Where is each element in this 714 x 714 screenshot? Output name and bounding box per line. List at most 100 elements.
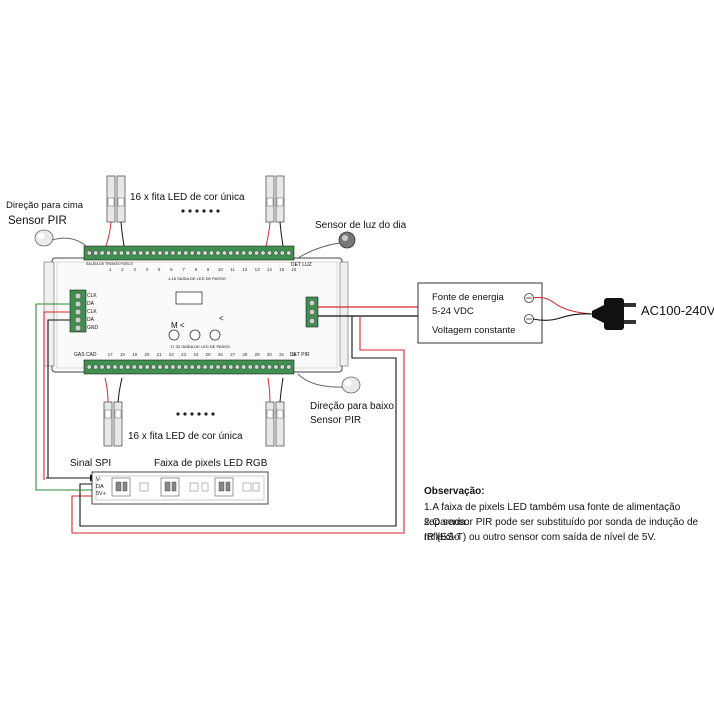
channel-number: 3 <box>133 267 136 272</box>
channel-number: 27 <box>230 352 236 357</box>
channel-number: 4 <box>146 267 149 272</box>
button-middle <box>189 329 201 341</box>
pixel-strip <box>91 471 269 505</box>
notes-line-1: 1.A faixa de pixels LED também usa fonte… <box>424 502 681 528</box>
board-bottom-left-block: GAS CAD <box>74 352 97 358</box>
terminal-screw <box>138 364 144 370</box>
terminal-screw <box>119 364 124 370</box>
terminal-screw <box>183 364 189 370</box>
channel-number: 29 <box>255 352 261 357</box>
pixel-pin-5v: 5V+ <box>96 491 106 497</box>
terminal-screw <box>273 250 279 256</box>
terminal-screw <box>170 250 176 256</box>
terminal-screw <box>164 364 169 370</box>
channel-number: 23 <box>181 352 187 357</box>
channel-number: 28 <box>242 352 248 357</box>
terminal-screw <box>196 364 202 370</box>
channel-number: 7 <box>182 267 185 272</box>
board-bottom-right-block: DET PIR <box>290 352 310 358</box>
board-top-right-block: DET LUZ <box>291 262 312 268</box>
pir-sensor-up <box>34 229 97 259</box>
terminal-screw <box>93 364 99 370</box>
terminal-screw <box>221 364 227 370</box>
terminal-screw <box>138 250 144 256</box>
terminal-screw <box>196 250 202 256</box>
terminal-screw <box>176 250 182 256</box>
board-top-left-block: SALÍDA DE TRENÓS PIXELS <box>86 262 133 266</box>
terminal-screw <box>247 250 253 256</box>
terminal-screw <box>99 250 105 256</box>
terminal-screw <box>170 364 176 370</box>
pir-up-label-1: Direção para cima <box>6 200 84 211</box>
pixel-strip-label: Faixa de pixels LED RGB <box>154 458 268 469</box>
terminal-screw <box>241 250 247 256</box>
psu-label-1: Fonte de energia <box>432 292 504 303</box>
terminal-screw <box>131 364 137 370</box>
terminal-screw <box>189 250 195 256</box>
pir-up-label-2: Sensor PIR <box>8 215 67 227</box>
terminal-screw <box>286 250 292 256</box>
terminal-screw <box>228 250 234 256</box>
notes-line-2: 2.O sensor PIR pode ser substituído por … <box>424 517 699 543</box>
terminal-screw <box>254 364 260 370</box>
channel-number: 20 <box>144 352 150 357</box>
dots-bottom <box>176 412 215 416</box>
pir-sensor-down <box>297 373 361 394</box>
daylight-sensor-label: Sensor de luz do dia <box>315 220 407 231</box>
ac-plug-icon <box>592 298 636 330</box>
spi-label: Sinal SPI <box>70 458 112 469</box>
terminal-screw <box>215 364 221 370</box>
terminal-screw <box>144 364 150 370</box>
terminal-screw <box>157 364 163 370</box>
terminal-screw <box>228 364 234 370</box>
channel-number: 31 <box>279 352 285 357</box>
terminal-screw <box>164 250 169 256</box>
channel-number: 15 <box>279 267 285 272</box>
terminal-screw <box>157 250 163 256</box>
terminal-screw <box>254 250 260 256</box>
button-left <box>168 329 180 341</box>
terminal-screw <box>260 364 266 370</box>
terminal-screw <box>131 250 137 256</box>
channel-number: 22 <box>169 352 175 357</box>
terminal-screw <box>125 364 131 370</box>
terminal-screw <box>273 364 279 370</box>
terminal-screw <box>267 364 272 370</box>
channel-number: 26 <box>218 352 224 357</box>
channel-number: 13 <box>255 267 261 272</box>
terminal-screw <box>125 250 131 256</box>
channel-number: 32 <box>291 352 297 357</box>
terminal-screw <box>106 250 111 256</box>
terminal-screw <box>241 364 247 370</box>
terminal-screw <box>209 364 214 370</box>
terminal-screw <box>106 364 111 370</box>
board-button-label-right: < <box>219 314 224 323</box>
ac-input-label: AC100-240V <box>641 303 714 318</box>
channel-number: 14 <box>267 267 273 272</box>
dots-top <box>181 209 220 213</box>
channel-number: 9 <box>207 267 210 272</box>
terminal-screw <box>260 250 266 256</box>
board-bottom-caption: 17-32 SAÍDA DE LED DE PASSO <box>170 344 230 349</box>
psu-label-3: Voltagem constante <box>432 325 516 336</box>
terminal-screw <box>267 250 272 256</box>
terminal-screw <box>202 250 208 256</box>
daylight-sensor <box>297 231 356 259</box>
channel-number: 5 <box>158 267 161 272</box>
channel-number: 24 <box>193 352 199 357</box>
terminal-screw <box>86 250 92 256</box>
led-strip-bottom-label: 16 x fita LED de cor única <box>128 431 243 442</box>
psu-label-2: 5-24 VDC <box>432 306 474 317</box>
notes-line-3: IR (ES-T) ou outro sensor com saída de n… <box>424 532 656 543</box>
notes-title: Observação: <box>424 486 485 497</box>
terminal-screw <box>93 250 99 256</box>
channel-number: 25 <box>206 352 212 357</box>
terminal-screw <box>144 250 150 256</box>
terminal-screw <box>234 364 240 370</box>
led-strip-top-left <box>105 175 126 247</box>
terminal-screw <box>189 364 195 370</box>
terminal-screw <box>209 250 214 256</box>
channel-number: 12 <box>242 267 248 272</box>
ctrl-pin-gnd: GND <box>87 325 99 331</box>
